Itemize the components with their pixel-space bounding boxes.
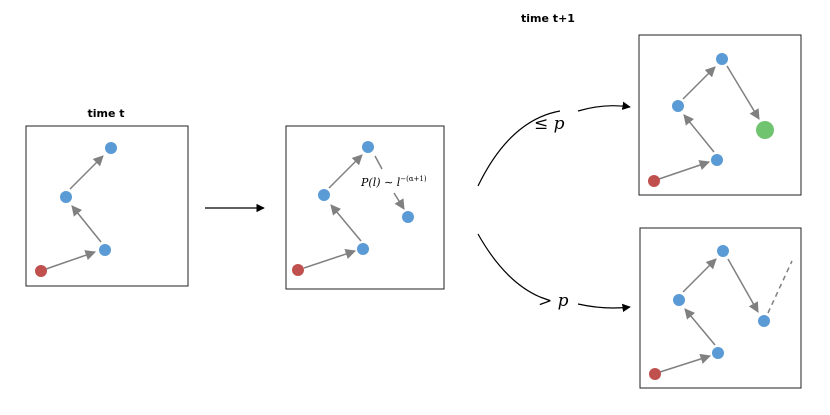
panel-jump-truncated xyxy=(639,227,802,389)
label-time-t: time t xyxy=(87,107,124,120)
walk-node xyxy=(716,53,728,65)
walk-node xyxy=(60,191,72,203)
edge xyxy=(71,205,102,243)
start-node xyxy=(648,175,660,187)
walk-node xyxy=(717,245,729,257)
edge xyxy=(69,155,104,190)
walk-node xyxy=(99,244,111,256)
walk-node xyxy=(105,142,117,154)
edge xyxy=(726,65,760,120)
panel-frame xyxy=(638,34,802,196)
walk-node xyxy=(712,347,724,359)
panel-frame xyxy=(285,125,445,290)
branch-label-le-p: ≤ p xyxy=(534,114,565,134)
walk-node xyxy=(672,100,684,112)
walk-node xyxy=(711,154,723,166)
panel-jump-sampling: P(l) ∼ l−(α+1) xyxy=(285,125,445,290)
edge xyxy=(659,353,712,373)
label-time-t1: time t+1 xyxy=(521,12,575,25)
walk-node xyxy=(318,189,330,201)
panel-frame xyxy=(25,125,189,287)
edge xyxy=(684,308,716,346)
start-node xyxy=(35,265,47,277)
edge xyxy=(374,155,383,170)
distribution-formula: P(l) ∼ l−(α+1) xyxy=(360,175,427,189)
walk-node xyxy=(758,315,770,327)
walk-node xyxy=(362,141,374,153)
target-node xyxy=(756,121,774,139)
branch-curve-lower xyxy=(477,233,541,298)
start-node xyxy=(292,264,304,276)
walk-node xyxy=(673,294,685,306)
panel-time-t xyxy=(25,125,189,287)
branch-curve-upper xyxy=(477,110,561,187)
branch-arrow-upper xyxy=(577,101,631,112)
edge xyxy=(658,160,710,180)
edge xyxy=(682,258,717,293)
edge xyxy=(727,258,759,313)
branch-arrow-lower xyxy=(577,303,631,313)
edge xyxy=(393,192,405,210)
walk-node xyxy=(357,243,369,255)
branch-label-gt-p: > p xyxy=(538,291,569,311)
candidate-node xyxy=(402,211,414,223)
truncated-jump-edge xyxy=(767,260,793,314)
start-node xyxy=(649,368,661,380)
edge xyxy=(682,66,716,100)
edge xyxy=(303,249,356,269)
edge xyxy=(683,114,715,153)
panel-jump-accepted xyxy=(638,34,802,196)
edge xyxy=(328,154,363,189)
edge xyxy=(330,204,362,242)
edge xyxy=(45,250,96,270)
panel-frame xyxy=(639,227,802,389)
